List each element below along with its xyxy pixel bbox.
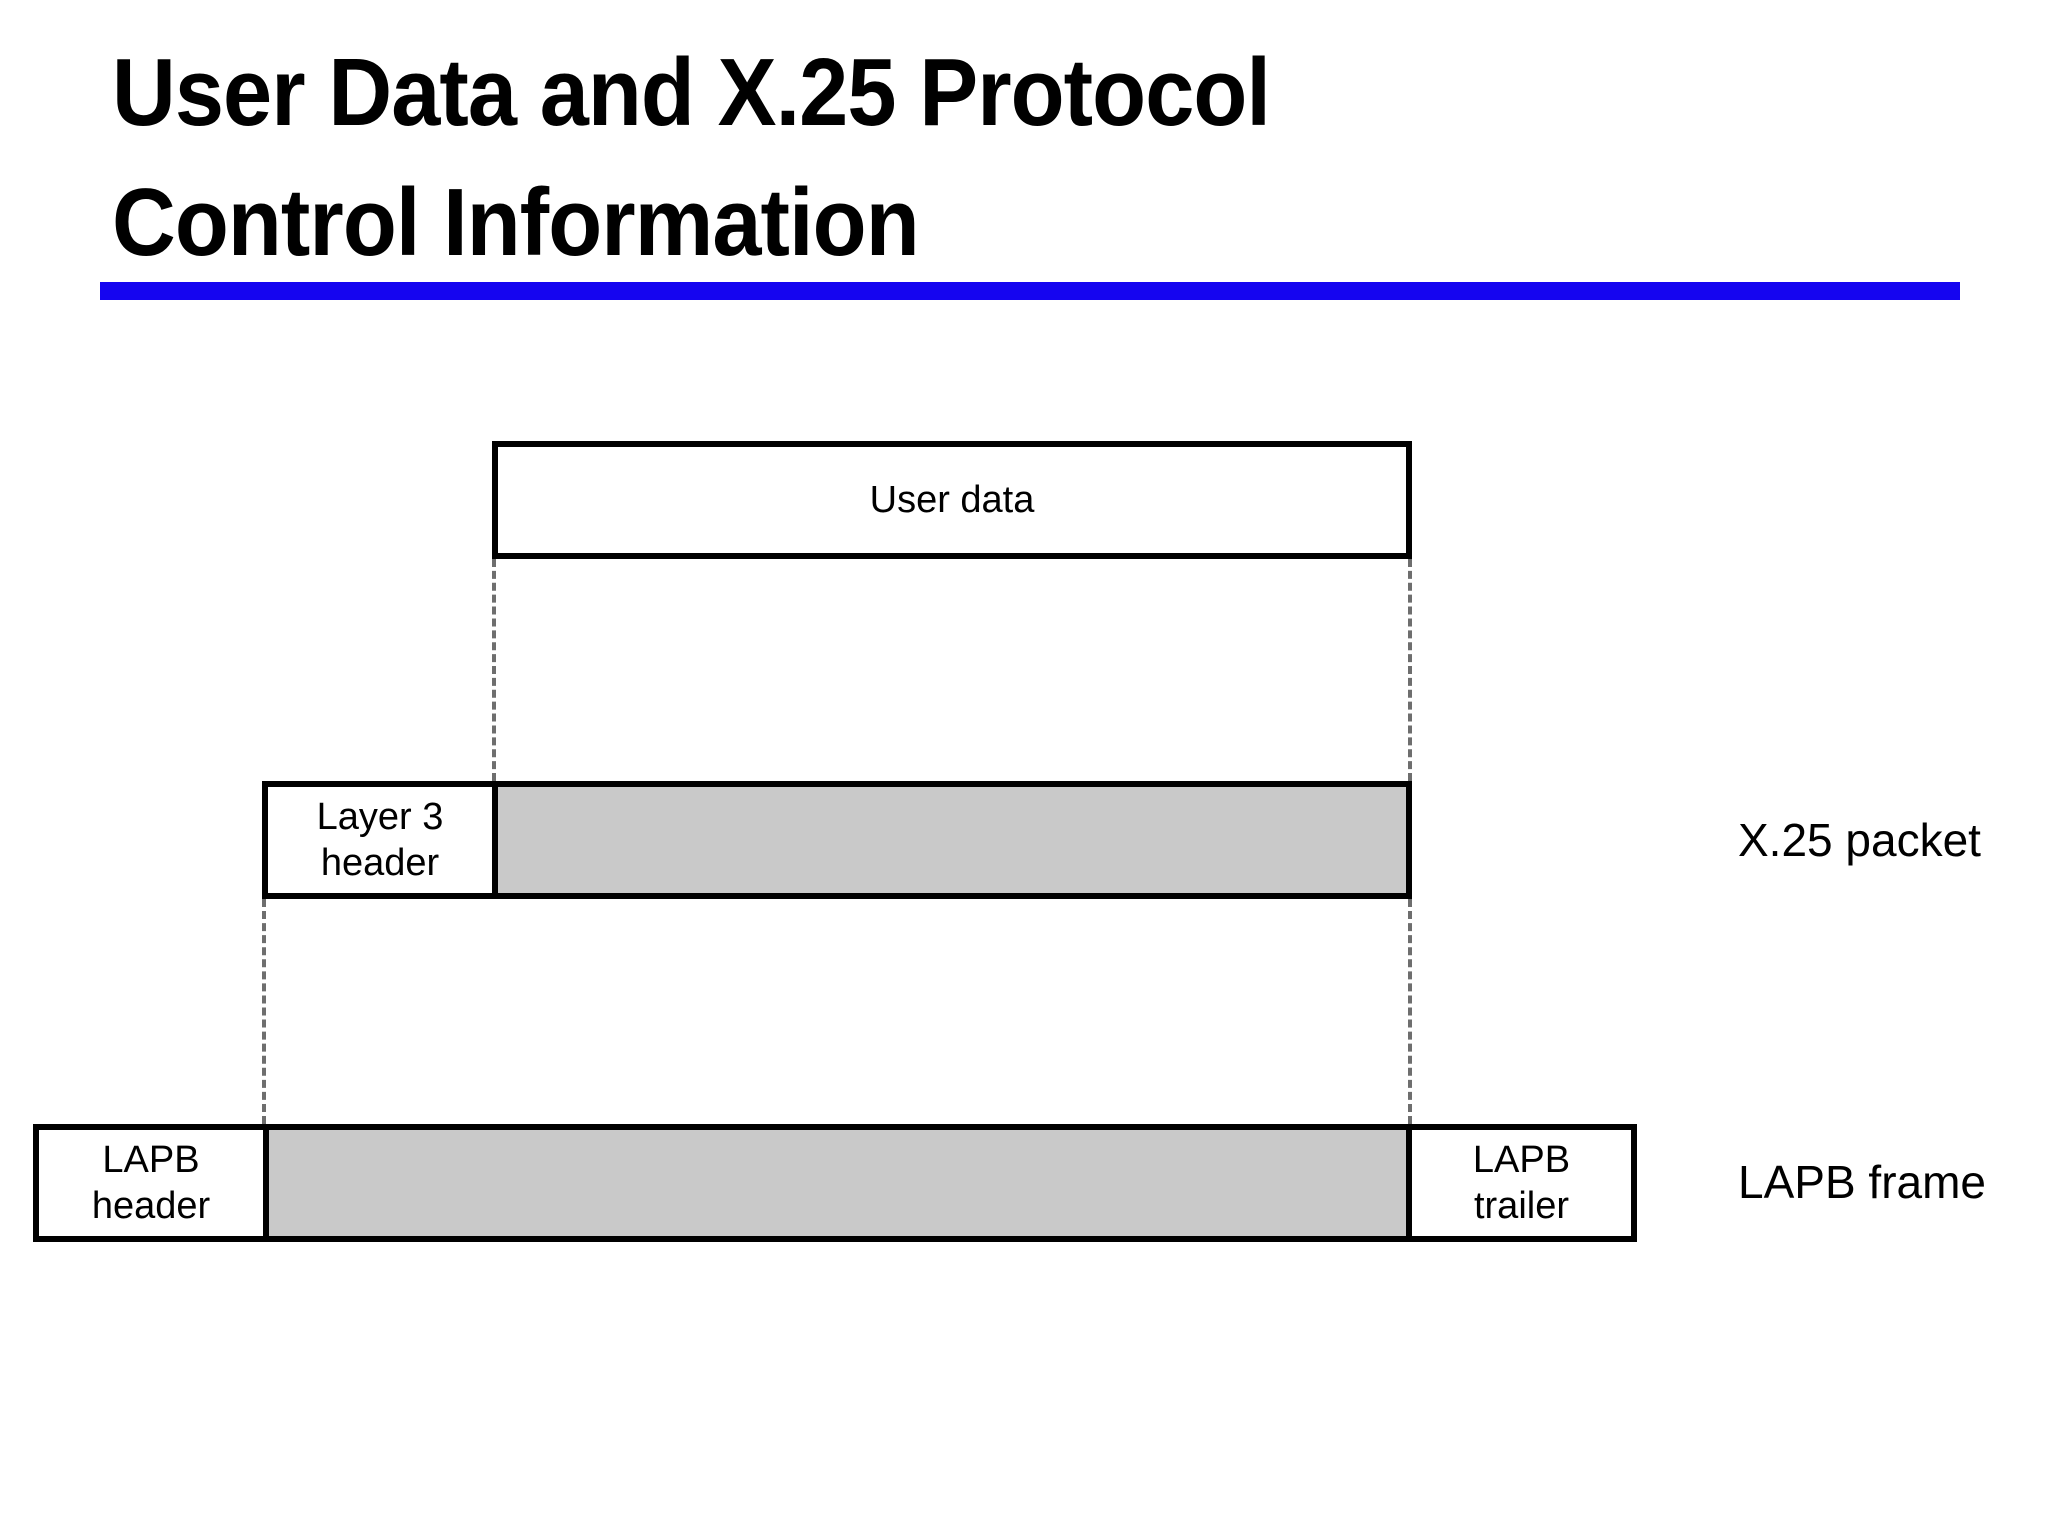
lapb-header-payload-divider bbox=[263, 1124, 269, 1242]
x25-packet-row-label: X.25 packet bbox=[1738, 814, 1981, 866]
user-data-box bbox=[492, 441, 1412, 559]
lapb-payload-trailer-divider bbox=[1406, 1124, 1412, 1242]
connector-dash-x25-right bbox=[1408, 899, 1412, 1124]
connector-dash-x25-left bbox=[262, 899, 266, 1124]
layer3-header-cell: Layer 3 header bbox=[268, 787, 492, 893]
title-underline-rule bbox=[100, 282, 1960, 300]
lapb-trailer-cell: LAPB trailer bbox=[1412, 1130, 1631, 1236]
lapb-trailer-label: LAPB trailer bbox=[1472, 1139, 1571, 1227]
x25-payload-cell bbox=[498, 787, 1406, 893]
layer3-header-label: Layer 3 header bbox=[316, 796, 444, 884]
lapb-frame-row-label: LAPB frame bbox=[1738, 1156, 1986, 1208]
page-title: User Data and X.25 Protocol Control Info… bbox=[112, 39, 1271, 276]
x25-header-payload-divider bbox=[492, 781, 498, 899]
lapb-header-cell: LAPB header bbox=[39, 1130, 263, 1236]
connector-dash-userdata-left bbox=[492, 559, 496, 781]
user-data-label: User data bbox=[869, 479, 1035, 521]
lapb-payload-cell bbox=[269, 1130, 1406, 1236]
connector-dash-userdata-right bbox=[1408, 559, 1412, 781]
lapb-header-label: LAPB header bbox=[91, 1139, 211, 1227]
